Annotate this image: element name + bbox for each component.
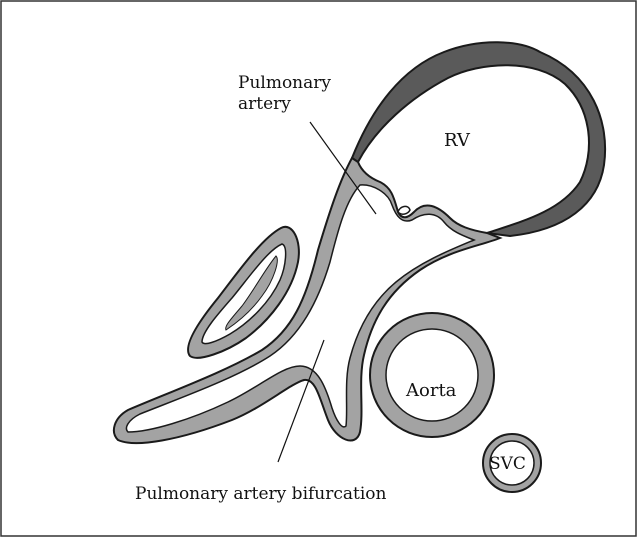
pulmonary-valve bbox=[398, 206, 410, 214]
rv-label: RV bbox=[444, 130, 471, 151]
pulmonary-artery-label-1: Pulmonary bbox=[238, 73, 331, 93]
svc-label: SVC bbox=[489, 454, 526, 474]
aorta-label: Aorta bbox=[405, 380, 457, 401]
pulmonary-artery-label-2: artery bbox=[238, 94, 291, 114]
bifurcation-label: Pulmonary artery bifurcation bbox=[135, 484, 387, 504]
aorta-lumen bbox=[386, 329, 478, 421]
